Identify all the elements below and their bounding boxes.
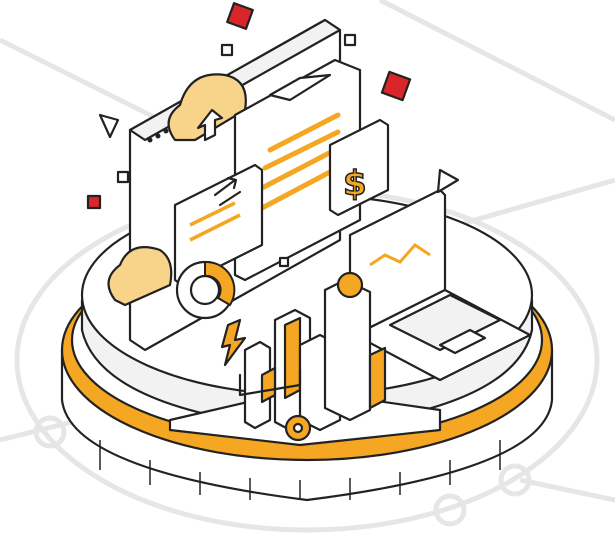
white-cube [343,33,357,47]
document-lines [259,112,341,211]
red-cube [86,194,102,210]
lightning-bolt-icon [220,318,247,367]
white-pyramid [98,113,120,139]
user-avatar-icon [336,271,364,299]
transfer-card [173,163,264,287]
laptop [348,188,532,382]
dollar-icon: $ [343,164,367,204]
folder-document [233,58,362,282]
bar-chart-3d [243,278,387,432]
donut-chart-icon [175,260,236,320]
dollar-card: $ [328,118,390,217]
red-cube [380,70,412,102]
white-cube [220,43,234,57]
flow-arrow-icon [238,368,302,397]
red-cube [226,2,254,30]
white-cube [116,170,130,184]
white-cube [278,256,290,268]
platform-rim-segments [99,440,501,500]
white-pyramid [436,168,460,194]
upload-arrow-icon [196,108,224,142]
line-chart-on-screen [369,243,431,267]
floating-cubes [86,2,460,268]
cloud-icon-top [167,73,247,142]
cloud-icon-bottom [107,246,173,307]
swap-arrows-icon [213,176,242,207]
